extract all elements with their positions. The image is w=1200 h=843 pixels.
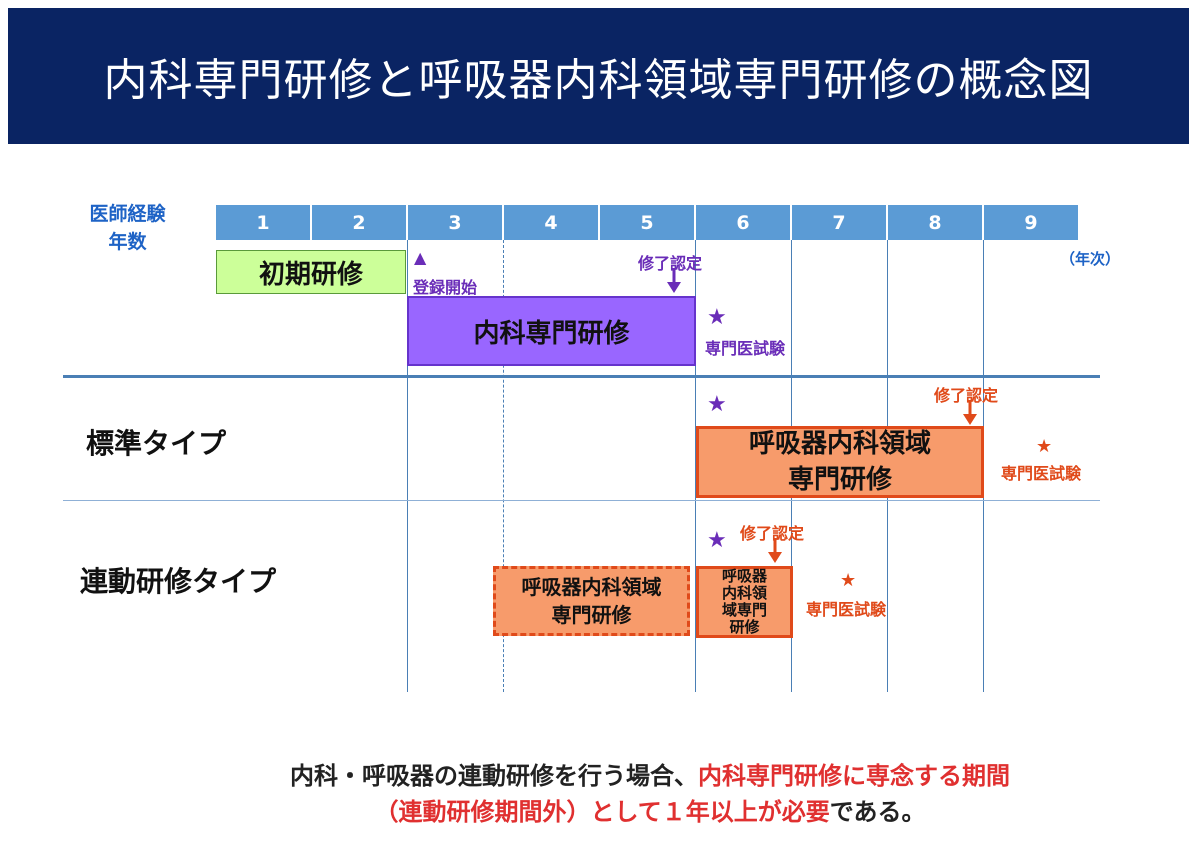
footnote-part1: 内科・呼吸器の連動研修を行う場合、 xyxy=(290,762,698,790)
standard-completion-arrow-icon xyxy=(963,400,977,425)
linked-exam-label: 専門医試験 xyxy=(806,600,887,619)
standard-type-label: 標準タイプ xyxy=(86,427,227,460)
footnote-part4: である。 xyxy=(829,798,926,826)
linked-type-label: 連動研修タイプ xyxy=(80,565,277,598)
grid-line-year4 xyxy=(503,240,504,692)
initial-training-box: 初期研修 xyxy=(216,250,406,294)
internal-exam-star-icon: ★ xyxy=(707,305,727,330)
linked-dashed-line2: 専門研修 xyxy=(551,603,632,627)
standard-exam-star-icon: ★ xyxy=(1036,436,1053,457)
linked-small-line2: 内科領 xyxy=(721,584,767,602)
year-cell-5: 5 xyxy=(600,205,696,240)
grid-line-year6 xyxy=(695,240,696,692)
standard-box-line1: 呼吸器内科領域 xyxy=(748,429,931,459)
linked-exam-star-icon: ★ xyxy=(840,570,857,591)
standard-respiratory-training-box: 呼吸器内科領域 専門研修 xyxy=(696,426,984,498)
standard-completion-label: 修了認定 xyxy=(934,386,999,405)
registration-label: 登録開始 xyxy=(413,278,478,297)
standard-start-star-icon: ★ xyxy=(707,392,727,417)
linked-respiratory-training-box: 呼吸器 内科領 域専門 研修 xyxy=(696,566,793,638)
linked-completion-arrow-icon xyxy=(768,538,782,563)
year-cell-6: 6 xyxy=(696,205,792,240)
linked-small-line4: 研修 xyxy=(729,618,760,636)
year-unit-label: （年次） xyxy=(1060,250,1121,268)
year-cell-7: 7 xyxy=(792,205,888,240)
internal-training-box: 内科専門研修 xyxy=(407,296,696,366)
footnote-line1: 内科・呼吸器の連動研修を行う場合、内科専門研修に専念する期間 xyxy=(150,758,1150,794)
year-cell-2: 2 xyxy=(312,205,408,240)
footnote-part2: 内科専門研修に専念する期間 xyxy=(698,762,1010,790)
linked-completion-label: 修了認定 xyxy=(740,524,805,543)
internal-exam-label: 専門医試験 xyxy=(705,339,786,358)
linked-dashed-line1: 呼吸器内科領域 xyxy=(521,575,662,599)
axis-label-line2: 年数 xyxy=(108,231,147,253)
year-cell-9: 9 xyxy=(984,205,1078,240)
linked-dashed-training-box: 呼吸器内科領域 専門研修 xyxy=(493,566,690,636)
standard-exam-label: 専門医試験 xyxy=(1001,464,1082,483)
linked-small-line3: 域専門 xyxy=(721,601,767,619)
page-title: 内科専門研修と呼吸器内科領域専門研修の概念図 xyxy=(8,8,1189,144)
standard-box-line2: 専門研修 xyxy=(787,465,892,495)
footnote-line2: （連動研修期間外）として１年以上が必要である。 xyxy=(150,794,1150,830)
year-cell-8: 8 xyxy=(888,205,984,240)
section-divider xyxy=(63,375,1100,378)
grid-line-year3 xyxy=(407,240,408,692)
year-cell-3: 3 xyxy=(408,205,504,240)
year-cell-4: 4 xyxy=(504,205,600,240)
row-divider xyxy=(63,500,1100,501)
year-cell-1: 1 xyxy=(216,205,312,240)
axis-label-line1: 医師経験 xyxy=(89,203,166,225)
axis-label: 医師経験 年数 xyxy=(80,200,175,256)
linked-small-line1: 呼吸器 xyxy=(721,567,767,585)
footnote-part3: （連動研修期間外）として１年以上が必要 xyxy=(374,798,830,826)
linked-start-star-icon: ★ xyxy=(707,528,727,553)
registration-marker-icon: ▲ xyxy=(414,248,427,267)
internal-completion-label: 修了認定 xyxy=(638,254,703,273)
internal-completion-arrow-icon xyxy=(667,268,681,293)
